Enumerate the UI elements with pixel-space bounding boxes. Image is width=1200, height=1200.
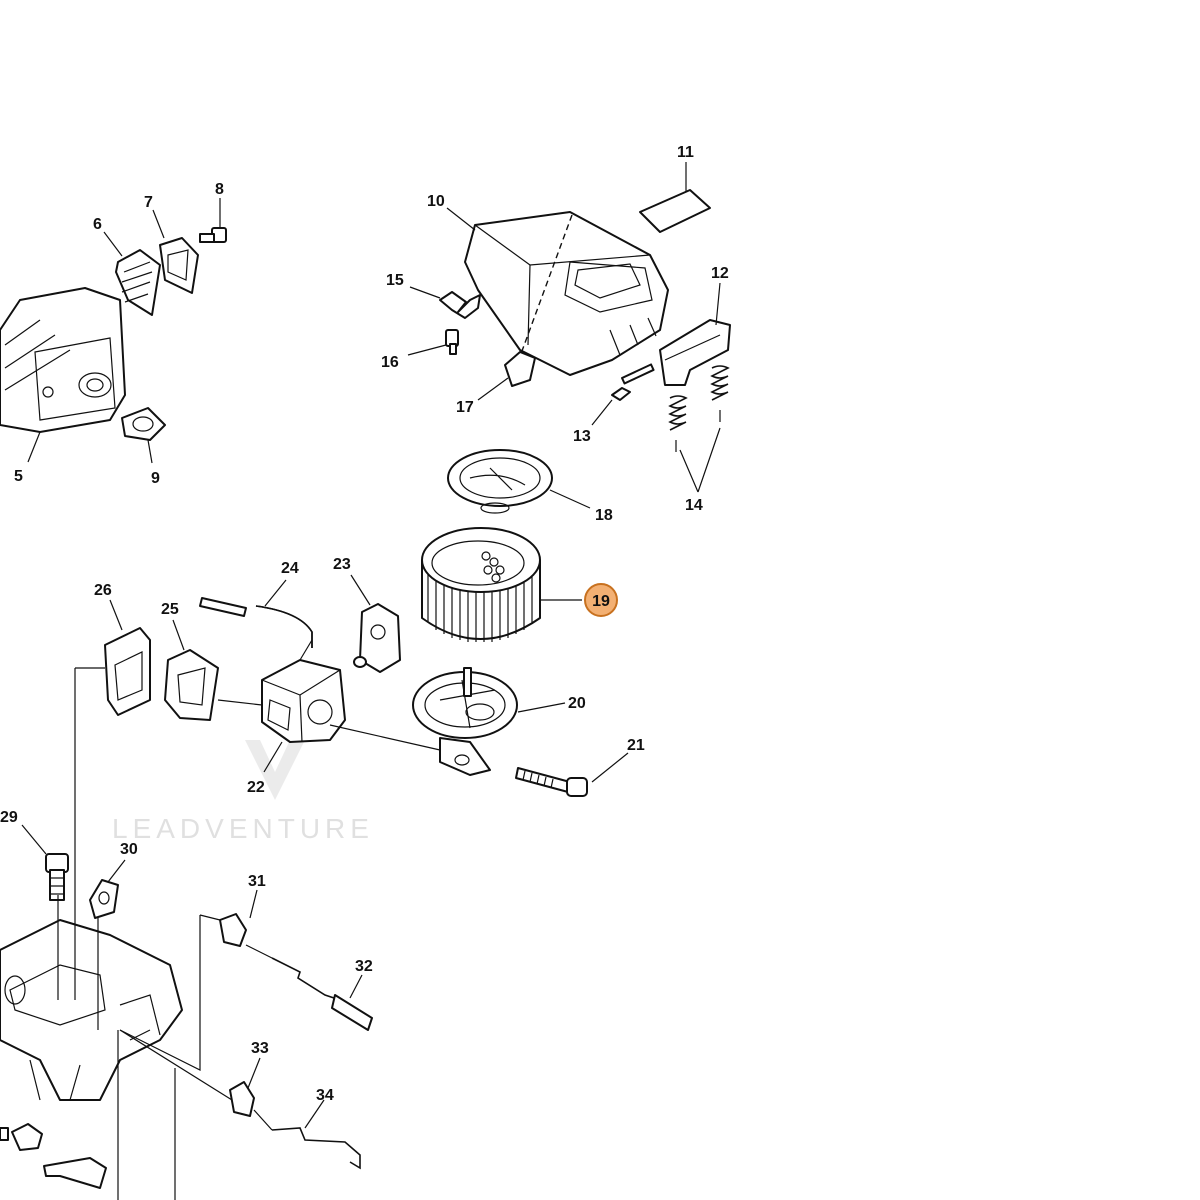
callout-19-highlight[interactable] <box>584 583 618 617</box>
callout-12[interactable]: 12 <box>711 265 729 282</box>
callout-34[interactable]: 34 <box>316 1087 334 1104</box>
callout-19[interactable]: 19 <box>592 593 610 610</box>
leader-lines <box>21 162 721 1129</box>
part-filter-cap[interactable] <box>447 449 553 514</box>
callout-10[interactable]: 10 <box>427 193 445 210</box>
callout-26[interactable]: 26 <box>94 582 112 599</box>
watermark: LEADVENTURE <box>112 740 374 844</box>
callout-7[interactable]: 7 <box>144 194 153 211</box>
part-block[interactable] <box>353 603 401 673</box>
part-shroud[interactable] <box>464 211 669 376</box>
callout-9[interactable]: 9 <box>151 470 160 487</box>
callout-11[interactable]: 11 <box>677 144 694 161</box>
callout-21[interactable]: 21 <box>627 737 645 754</box>
part-screw-8[interactable] <box>199 227 227 243</box>
callout-15[interactable]: 15 <box>386 272 404 289</box>
part-filter-base[interactable] <box>412 667 518 776</box>
assembly-lines <box>57 667 441 1200</box>
callout-24[interactable]: 24 <box>281 560 299 577</box>
callout-13[interactable]: 13 <box>573 428 591 445</box>
part-housing[interactable] <box>0 919 183 1101</box>
callout-14[interactable]: 14 <box>685 497 703 514</box>
part-grommet[interactable] <box>89 879 119 919</box>
callout-23[interactable]: 23 <box>333 556 351 573</box>
part-springs[interactable] <box>668 365 730 452</box>
callout-6[interactable]: 6 <box>93 216 102 233</box>
part-screw-16[interactable] <box>445 329 459 355</box>
part-cover-plate[interactable] <box>159 237 199 294</box>
part-knob[interactable] <box>504 351 536 387</box>
callout-5[interactable]: 5 <box>14 468 23 485</box>
part-bracket[interactable] <box>659 319 731 386</box>
part-spark-screen[interactable] <box>115 249 161 316</box>
part-muffler[interactable] <box>0 287 126 433</box>
callout-33[interactable]: 33 <box>251 1040 269 1057</box>
part-spacer[interactable] <box>164 649 219 721</box>
callout-25[interactable]: 25 <box>161 601 179 618</box>
callout-32[interactable]: 32 <box>355 958 373 975</box>
part-fuel-hose[interactable] <box>199 597 313 648</box>
callout-29[interactable]: 29 <box>0 809 18 826</box>
callout-labels: 5 6 7 8 9 10 11 12 13 14 15 16 17 18 19 … <box>0 144 729 1104</box>
callout-30[interactable]: 30 <box>120 841 138 858</box>
callout-18[interactable]: 18 <box>595 507 613 524</box>
part-switch[interactable] <box>0 1123 107 1189</box>
callout-16[interactable]: 16 <box>381 354 399 371</box>
part-plate[interactable] <box>104 627 151 716</box>
part-gasket-9[interactable] <box>121 407 166 441</box>
callout-31[interactable]: 31 <box>248 873 266 890</box>
part-air-filter[interactable] <box>421 527 541 642</box>
part-rod-32[interactable] <box>271 957 373 1031</box>
part-clip-31[interactable] <box>219 913 247 947</box>
part-fitting[interactable] <box>45 853 69 901</box>
part-label[interactable] <box>639 189 711 233</box>
part-clip-33[interactable] <box>229 1081 255 1117</box>
part-pin[interactable] <box>611 363 655 401</box>
part-bolt[interactable] <box>515 767 588 797</box>
watermark-text: LEADVENTURE <box>112 813 374 844</box>
callout-8[interactable]: 8 <box>215 181 224 198</box>
callout-22[interactable]: 22 <box>247 779 265 796</box>
callout-17[interactable]: 17 <box>456 399 474 416</box>
part-clip[interactable] <box>439 291 481 319</box>
part-rod-34[interactable] <box>271 1127 361 1170</box>
part-carburetor[interactable] <box>261 639 346 743</box>
callout-20[interactable]: 20 <box>568 695 586 712</box>
